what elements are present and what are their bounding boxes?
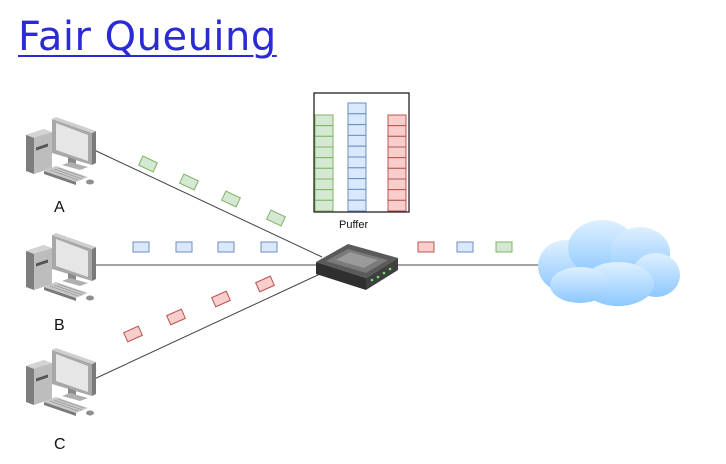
queue-slot <box>387 135 407 148</box>
cloud-icon <box>538 220 680 306</box>
packets-b <box>132 241 278 253</box>
packet <box>495 241 513 253</box>
queue-slot <box>314 178 334 191</box>
queue-slot <box>314 167 334 180</box>
packet <box>178 173 200 191</box>
queue-blue <box>347 102 367 212</box>
queue-slot <box>347 167 367 180</box>
queue-slot <box>387 167 407 180</box>
queue-slot <box>347 156 367 169</box>
packet <box>132 241 150 253</box>
host-label-c: C <box>54 436 66 453</box>
packets-c <box>122 275 276 343</box>
desktop-computer-icon <box>25 347 97 417</box>
queue-slot <box>314 146 334 159</box>
router-icon <box>316 244 398 290</box>
queue-green <box>314 114 334 212</box>
packets-a <box>137 155 287 227</box>
packet <box>217 241 235 253</box>
queue-slot <box>387 114 407 127</box>
host-label-a: A <box>54 199 65 216</box>
desktop-computer-icon <box>25 232 97 302</box>
packet <box>165 308 187 326</box>
link-a <box>91 148 323 258</box>
queue-red <box>387 114 407 212</box>
queue-slot <box>314 135 334 148</box>
queue-slot <box>387 157 407 169</box>
queue-slot <box>347 145 367 158</box>
link-c <box>91 273 321 381</box>
queue-slot <box>347 199 367 212</box>
queue-slot <box>314 125 334 137</box>
packet <box>122 325 144 343</box>
page-title: Fair Queuing <box>18 14 277 60</box>
queue-slot <box>387 178 407 191</box>
queue-slot <box>387 189 407 201</box>
queue-slot <box>387 146 407 159</box>
queue-slot <box>347 178 367 190</box>
packet <box>260 241 278 253</box>
queue-slot <box>347 102 367 115</box>
queue-slot <box>314 189 334 201</box>
queue-slot <box>387 199 407 212</box>
buffer <box>313 92 410 213</box>
buffer-label: Puffer <box>339 219 369 231</box>
host-label-b: B <box>54 317 65 334</box>
queue-slot <box>314 199 334 212</box>
queue-slot <box>387 125 407 137</box>
desktop-computer-icon <box>25 116 97 186</box>
queue-slot <box>347 113 367 126</box>
queue-slot <box>347 124 367 136</box>
packet <box>137 155 159 173</box>
queue-slot <box>314 114 334 127</box>
packet <box>220 190 242 208</box>
packet <box>265 209 287 227</box>
packet <box>456 241 474 253</box>
packet <box>254 275 276 293</box>
packet <box>210 290 232 308</box>
queue-slot <box>347 188 367 201</box>
queue-slot <box>347 134 367 147</box>
packet <box>175 241 193 253</box>
packet <box>417 241 435 253</box>
packets-out <box>417 241 513 253</box>
queue-slot <box>314 157 334 169</box>
